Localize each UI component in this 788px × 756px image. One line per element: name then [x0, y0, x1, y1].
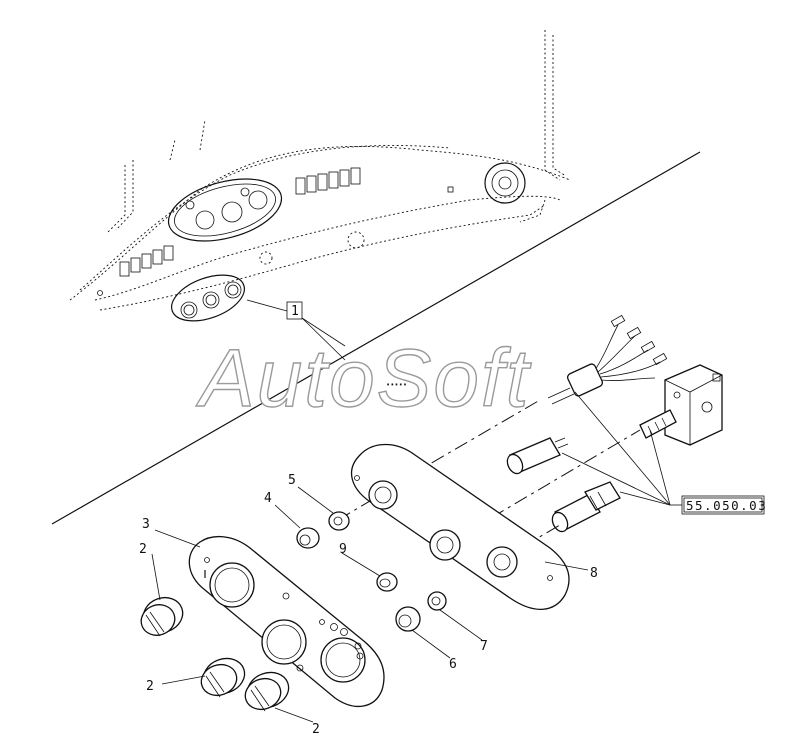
- valve-block: [639, 364, 723, 446]
- knob-lower: [244, 671, 290, 712]
- knob-middle: [200, 657, 246, 698]
- callout-label-9: 9: [339, 542, 347, 557]
- callout-label-2-middle: 2: [146, 679, 154, 694]
- callout-label-2-upper: 2: [139, 542, 147, 557]
- washer-7: [427, 591, 447, 611]
- callout-label-4: 4: [264, 491, 272, 506]
- callout-label-1: 1: [291, 304, 299, 319]
- watermark-dots: .....: [386, 379, 407, 387]
- temperature-sender: [551, 481, 621, 533]
- knob-upper: [140, 596, 184, 637]
- nut-6: [395, 606, 421, 632]
- nut-9: [376, 572, 398, 592]
- callout-label-7: 7: [480, 639, 488, 654]
- reference-number: 55.050.03: [686, 498, 767, 513]
- nut-4: [296, 527, 320, 549]
- callout-label-2-lower: 2: [312, 722, 320, 737]
- callout-label-3: 3: [142, 517, 150, 532]
- callout-label-5: 5: [288, 473, 296, 488]
- callout-leaders: [151, 486, 589, 723]
- reference-callout: 55.050.03: [681, 495, 767, 515]
- section-divider: [51, 151, 701, 525]
- pressure-switch: [506, 437, 569, 475]
- callout-1: 1: [246, 299, 346, 361]
- callout-label-6: 6: [449, 657, 457, 672]
- dashboard-assembly: [69, 30, 571, 322]
- sensor-harness: [506, 314, 723, 533]
- back-plate: [351, 443, 570, 610]
- front-panel: [188, 536, 385, 708]
- watermark-text: AutoSoft: [195, 333, 532, 424]
- callout-label-8: 8: [590, 566, 598, 581]
- washer-5: [328, 511, 350, 531]
